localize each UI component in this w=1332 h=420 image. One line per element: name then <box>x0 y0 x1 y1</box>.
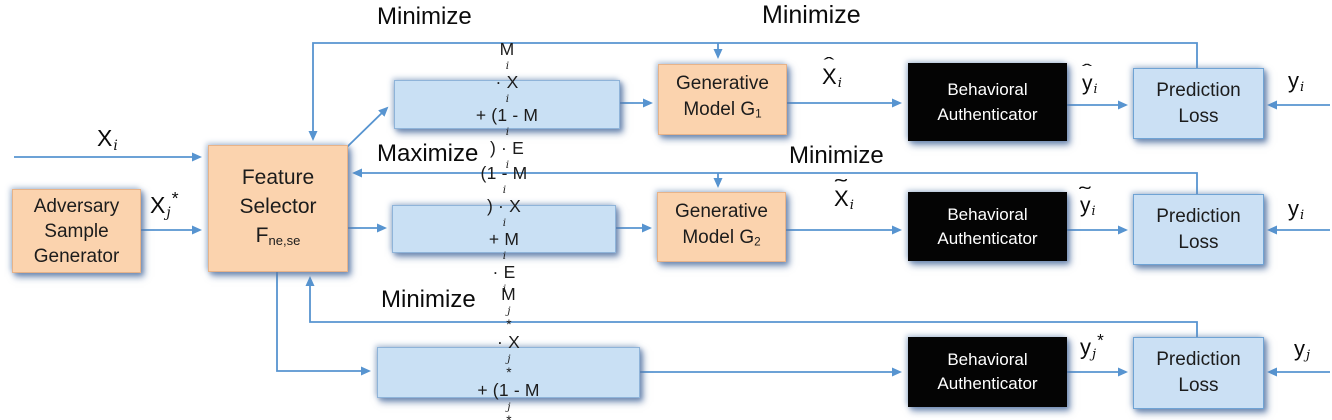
prediction-loss-box-row1: Prediction Loss <box>1133 68 1264 139</box>
prediction-loss-line1: Prediction <box>1156 79 1241 101</box>
signal-y-tilde-i: yi <box>1080 194 1096 218</box>
signal-x-hat-i: Xi <box>822 64 842 91</box>
signal-x-i: Xi <box>97 125 118 154</box>
signal-y-i-row2: yi <box>1288 196 1305 224</box>
arrow-feedback-row2-to-feature-selector <box>352 168 1198 194</box>
objective-minimize-top-right: Minimize <box>762 1 861 29</box>
adversary-sample-generator-line1: Adversary <box>33 195 120 217</box>
behavioral-authenticator-line2: Authenticator <box>937 105 1038 124</box>
generative-model-g1-box: Generative Model G1 <box>658 64 787 135</box>
arrow-feature-selector-to-formula3 <box>276 270 371 376</box>
behavioral-authenticator-line1: Behavioral <box>947 80 1028 99</box>
prediction-loss-line1: Prediction <box>1156 349 1241 370</box>
prediction-loss-box-row2: Prediction Loss <box>1133 194 1264 265</box>
signal-x-j-star: Xj* <box>150 188 179 221</box>
behavioral-authenticator-box-row3: Behavioral Authenticator <box>908 337 1067 407</box>
prediction-loss-line2: Loss <box>1178 231 1219 253</box>
signal-y-i-row1: yi <box>1288 68 1305 96</box>
feature-selector-line2: Selector <box>239 194 317 218</box>
prediction-loss-line2: Loss <box>1178 105 1219 127</box>
behavioral-authenticator-line2: Authenticator <box>937 374 1038 393</box>
behavioral-authenticator-box-row1: Behavioral Authenticator <box>908 63 1067 141</box>
generative-model-g2-line1: Generative <box>675 200 768 222</box>
objective-minimize-middle: Minimize <box>789 142 884 169</box>
signal-y-j: yj <box>1294 336 1311 364</box>
arrow-feedback-row3-to-feature-selector <box>305 276 1198 337</box>
objective-minimize-bottom: Minimize <box>381 286 476 313</box>
adversary-sample-generator-line2: Sample <box>44 220 109 242</box>
adversarial-masked-input-formula: Mj* · Xj* + (1 - Mj*) · Ej <box>377 284 640 420</box>
generative-model-g2-line2: Model G2 <box>682 226 761 249</box>
signal-y-j-star: yj* <box>1080 330 1104 362</box>
objective-minimize-top-left: Minimize <box>377 3 472 30</box>
generative-model-g1-line1: Generative <box>676 73 769 95</box>
g2-subscript: 2 <box>754 235 761 249</box>
prediction-loss-line1: Prediction <box>1156 205 1241 227</box>
arrow-feedback-row1-to-feature-selector <box>308 42 1198 141</box>
signal-x-tilde-i: Xi <box>834 186 854 213</box>
feature-selector-symbol-subscript: ne,se <box>268 232 301 248</box>
feature-selector-symbol: Fne,se <box>255 223 301 248</box>
behavioral-authenticator-line2: Authenticator <box>937 228 1038 248</box>
prediction-loss-box-row3: Prediction Loss <box>1133 337 1264 409</box>
g1-subscript: 1 <box>755 107 762 121</box>
adversary-sample-generator-line3: Generator <box>33 245 120 267</box>
feature-selector-box: Feature Selector Fne,se <box>208 145 348 272</box>
behavioral-authenticator-line1: Behavioral <box>947 350 1028 369</box>
behavioral-authenticator-box-row2: Behavioral Authenticator <box>908 192 1067 261</box>
arrow-feature-selector-to-formula1 <box>346 106 389 148</box>
objective-maximize-middle: Maximize <box>377 140 479 167</box>
feature-selector-line1: Feature <box>241 165 315 189</box>
signal-y-hat-i: yi <box>1082 72 1098 96</box>
prediction-loss-line2: Loss <box>1178 375 1219 396</box>
behavioral-authenticator-line1: Behavioral <box>947 204 1028 224</box>
generative-model-g1-line2: Model G1 <box>683 99 762 121</box>
generative-model-g2-box: Generative Model G2 <box>657 192 786 262</box>
adversary-sample-generator-box: Adversary Sample Generator <box>12 189 141 273</box>
